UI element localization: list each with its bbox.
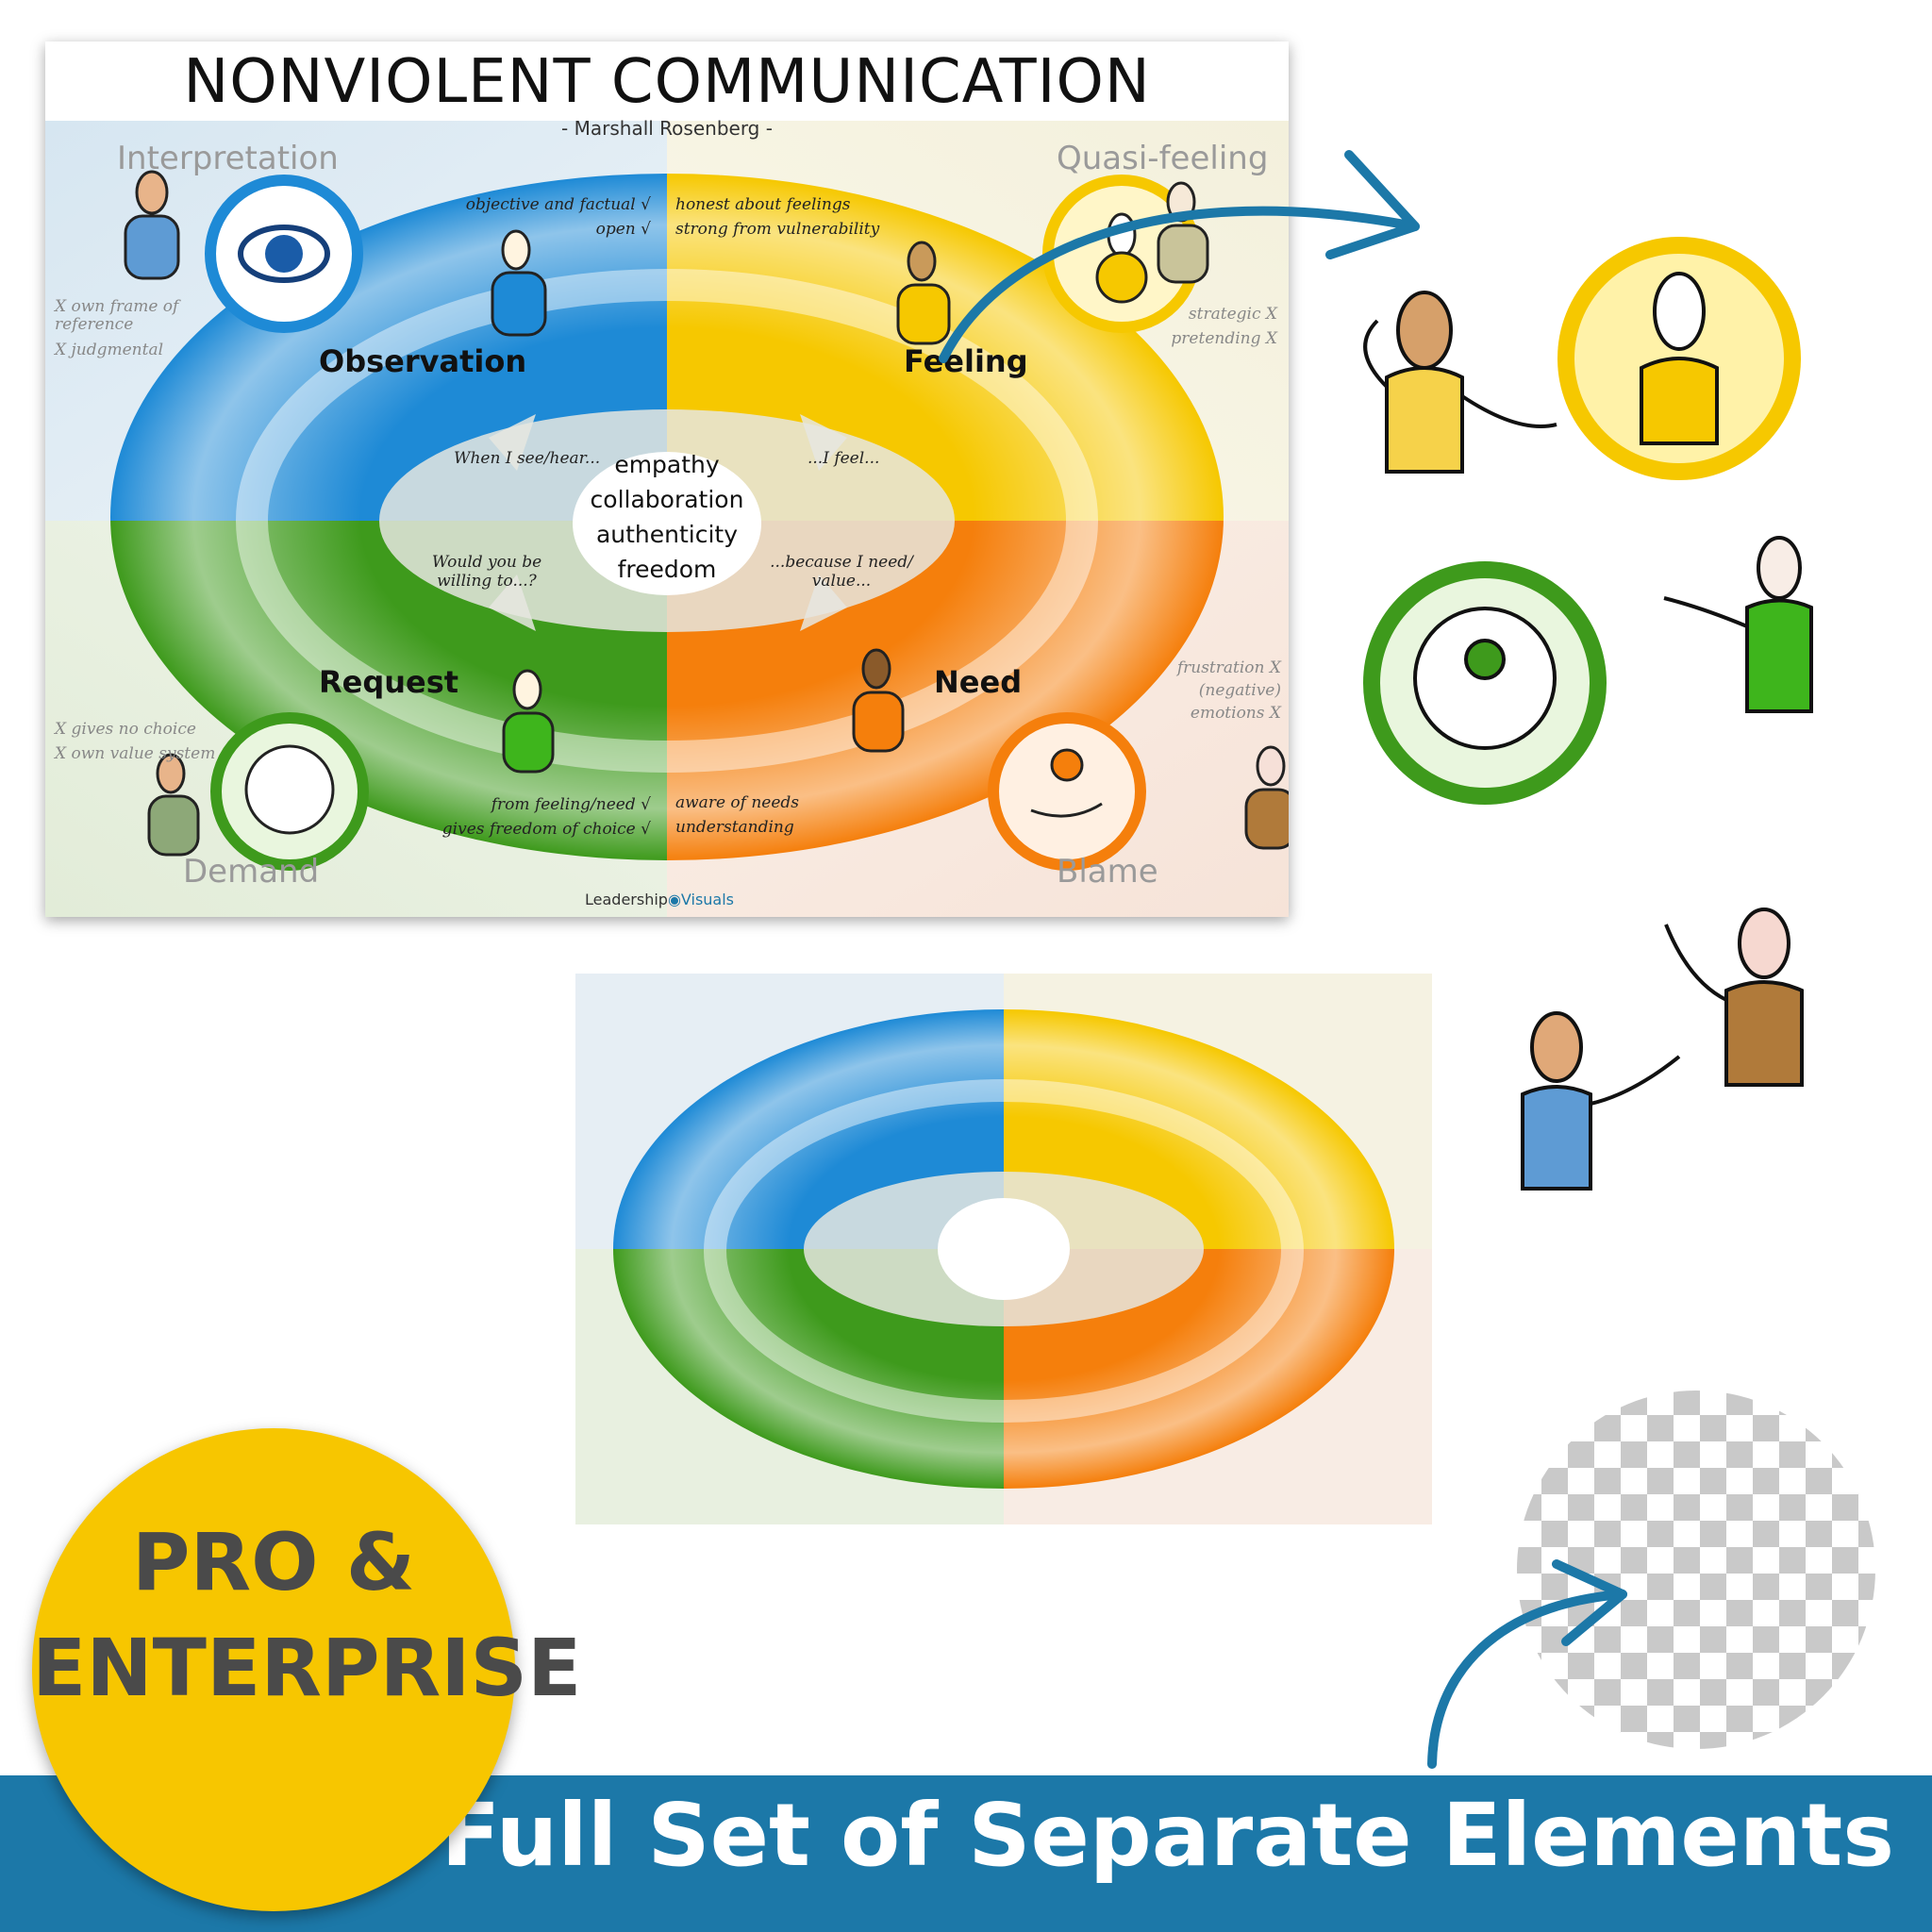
poster: NONVIOLENT COMMUNICATION - Marshall Rose… [45, 42, 1289, 917]
crosses-quasi-feeling: strategic X pretending X [1158, 302, 1277, 351]
cross-item: (negative) emotions X [1190, 681, 1281, 723]
interpretation-blame-elements [1521, 908, 1804, 1191]
badge-text: PRO & ENTERPRISE [32, 1516, 582, 1714]
phrase-need: ...because I need/ value... [770, 553, 913, 591]
crosses-demand: X gives no choice X own value system [55, 717, 234, 766]
center-word: empathy [614, 451, 720, 478]
check-item: strong from vulnerability [675, 220, 880, 239]
cross-item: pretending X [1171, 329, 1277, 348]
corner-interpretation: Interpretation [117, 140, 339, 177]
phrase-feeling: ...I feel... [808, 449, 880, 468]
center-word: collaboration [590, 486, 744, 513]
poster-subtitle: - Marshall Rosenberg - [561, 117, 773, 140]
transparency-circle [1517, 1391, 1875, 1749]
request-elements [1363, 536, 1813, 805]
check-item: objective and factual √ [465, 195, 651, 214]
center-word: freedom [617, 556, 717, 583]
stage-need: Need [934, 664, 1023, 700]
checks-feeling: honest about feelings strong from vulner… [675, 192, 921, 242]
corner-quasi-feeling: Quasi-feeling [1057, 140, 1269, 177]
curved-arrow-top [939, 150, 1420, 363]
check-item: honest about feelings [675, 195, 851, 214]
poster-diagram [45, 121, 1289, 917]
check-item: aware of needs [675, 793, 800, 812]
check-item: understanding [675, 818, 794, 837]
cross-item: X gives no choice [55, 720, 196, 739]
stage-feeling: Feeling [904, 343, 1028, 379]
cross-item: X own frame of reference [55, 297, 179, 334]
empty-diagram-template [575, 974, 1432, 1524]
cross-item: frustration X [1176, 658, 1281, 677]
brand-logo: Leadership◉Visuals [585, 891, 735, 908]
stage-request: Request [319, 664, 459, 700]
pro-enterprise-badge [32, 1428, 515, 1911]
crosses-blame: frustration X (negative) emotions X [1130, 657, 1281, 724]
banner-text: Full Set of Separate Elements [441, 1785, 1894, 1886]
center-word: authenticity [595, 521, 739, 548]
check-item: from feeling/need √ [491, 795, 651, 814]
cross-item: strategic X [1188, 305, 1277, 324]
check-item: open √ [595, 220, 651, 239]
stage-observation: Observation [319, 343, 527, 379]
phrase-observation: When I see/hear... [454, 449, 601, 468]
poster-title: NONVIOLENT COMMUNICATION [183, 47, 1151, 117]
cross-item: X own value system [55, 744, 216, 763]
feeling-elements [1363, 237, 1801, 480]
center-values: empathy collaboration authenticity freed… [573, 447, 761, 587]
eye-icon: ◉ [667, 891, 681, 908]
corner-blame: Blame [1057, 853, 1158, 891]
crosses-interpretation: X own frame of reference X judgmental [55, 298, 215, 359]
cross-item: X judgmental [55, 341, 164, 359]
corner-demand: Demand [183, 853, 320, 891]
checks-need: aware of needs understanding [675, 791, 883, 840]
checks-observation: objective and factual √ open √ [441, 192, 651, 242]
checks-request: from feeling/need √ gives freedom of cho… [423, 792, 651, 841]
check-item: gives freedom of choice √ [441, 820, 651, 839]
curved-arrow-bottom [1427, 1559, 1627, 1769]
phrase-request: Would you be willing to...? [431, 553, 542, 591]
